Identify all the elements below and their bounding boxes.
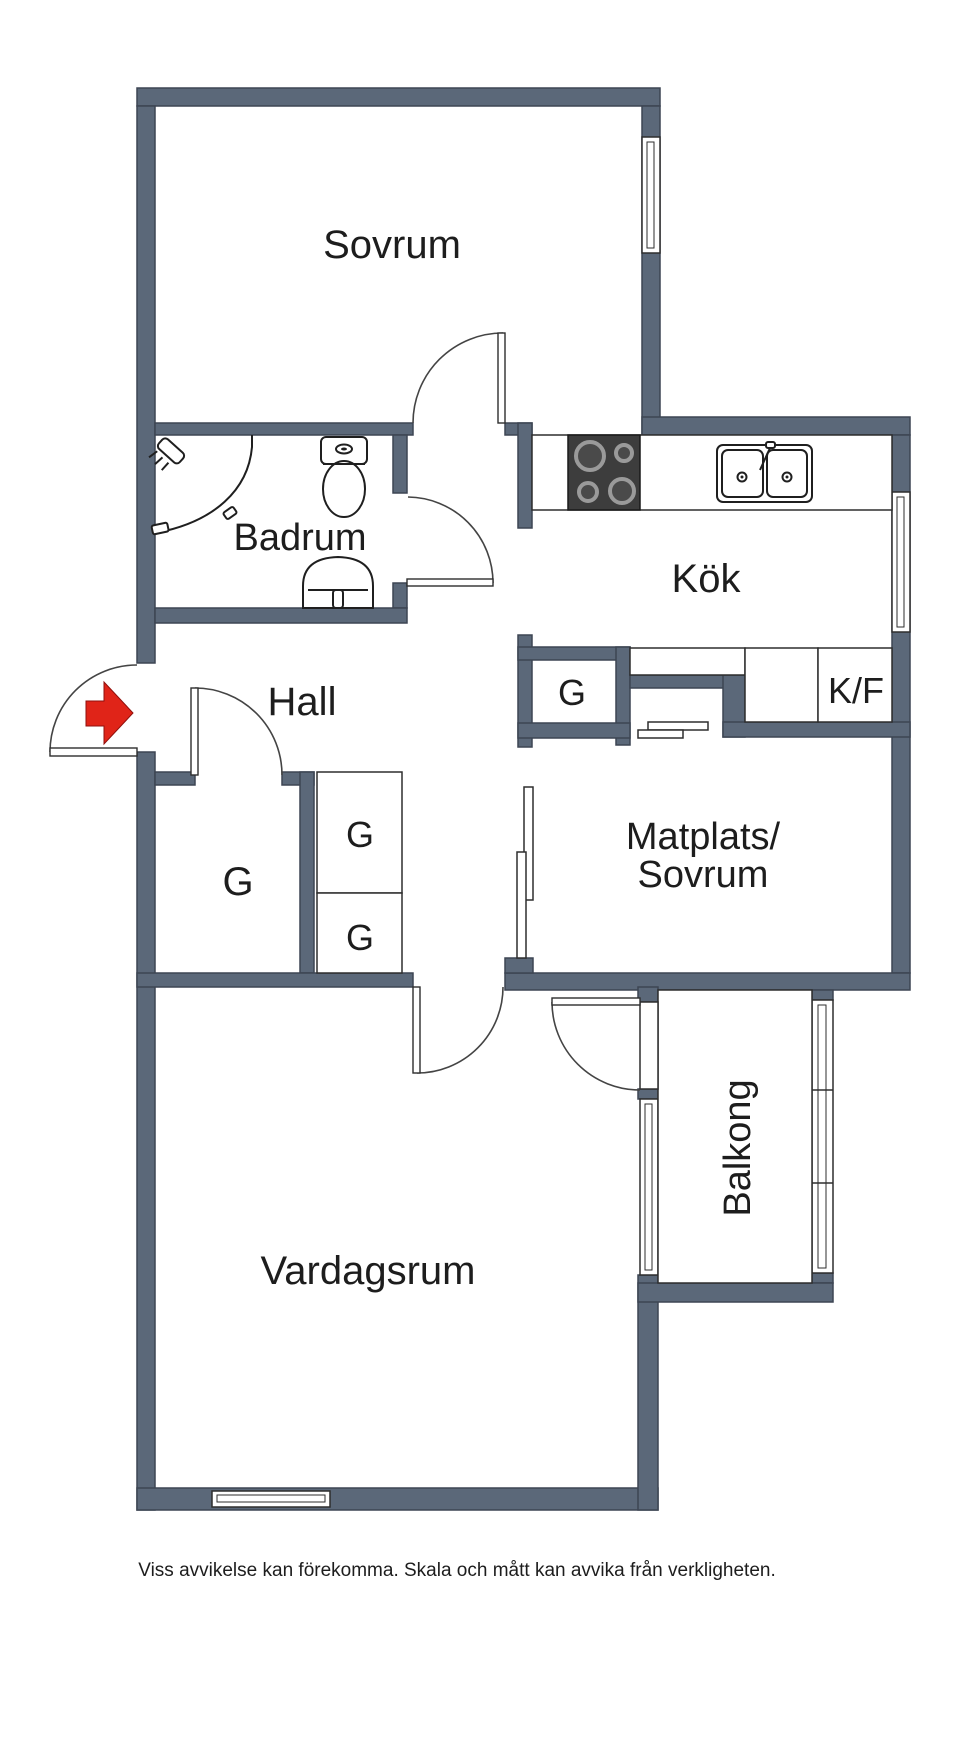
room-label-matplats-line1: Matplats/ (626, 816, 781, 858)
wall-hall-bottom (136, 972, 414, 988)
wall-kitchen-closet-left (517, 634, 533, 748)
wall-badrum-top-left (154, 422, 414, 436)
sliding-door-matplats-a (523, 786, 534, 901)
fixtures (85, 434, 813, 746)
wall-balcony-door-stub (637, 986, 659, 1003)
wall-kitchen-closet-bottom (517, 722, 631, 739)
niche-cabinet (629, 647, 746, 676)
room-label-hall: Hall (268, 680, 337, 724)
wall-left-lower (136, 751, 156, 1511)
balcony-floor (657, 989, 813, 1284)
toilet-icon (320, 436, 368, 518)
closet-label-kitchen: G (558, 672, 586, 713)
door-balcony (551, 997, 641, 1091)
balcony-door-opening (639, 1001, 659, 1090)
closet-small-upper-box (316, 771, 403, 894)
shower-icon (148, 435, 253, 536)
washbasin-icon (302, 555, 374, 609)
wall-badrum-right-stub (392, 582, 408, 609)
cabinets (316, 434, 893, 1284)
wall-vardagsrum-right (637, 1274, 659, 1511)
window-balcony-left (639, 1098, 659, 1276)
wall-badrum-right (392, 434, 408, 494)
window-kitchen (891, 491, 911, 633)
closet-small-lower-box (316, 892, 403, 974)
door-entrance (49, 664, 138, 757)
wall-kitchen-left (517, 422, 533, 529)
wall-kitchen-closet-right (615, 646, 631, 746)
fridge-freezer-label: K/F (828, 670, 884, 711)
room-label-vardagsrum: Vardagsrum (261, 1249, 476, 1293)
closet-label-small-lower: G (346, 917, 374, 958)
wall-kitchen-top (641, 416, 911, 436)
wall-balcony-rail (637, 1282, 834, 1303)
wall-balcony-right-cap-top (811, 989, 834, 1001)
wall-slider-stub (504, 957, 534, 974)
room-label-kok: Kök (672, 557, 742, 601)
sliding-door-matplats-b (516, 851, 527, 959)
sliding-door-niche-b (637, 729, 684, 739)
window-vardagsrum-bottom (211, 1490, 331, 1508)
doors (49, 332, 641, 1091)
room-labels: Sovrum Badrum Kök Hall G K/F G G G Matpl… (138, 223, 884, 1581)
closet-label-large: G (222, 860, 253, 904)
wall-balcony-right-cap-bottom (811, 1272, 834, 1284)
window-balcony-right (811, 999, 834, 1274)
room-label-matplats-line2: Sovrum (638, 854, 769, 896)
room-label-balkong: Balkong (717, 1079, 759, 1216)
wall-left-upper (136, 105, 156, 664)
disclaimer-text: Viss avvikelse kan förekomma. Skala och … (138, 1560, 776, 1581)
windows (211, 136, 911, 1508)
pantry-box (744, 647, 819, 723)
wall-under-kf (722, 721, 911, 738)
wall-badrum-bottom (154, 607, 408, 624)
window-sovrum (641, 136, 661, 254)
door-hall-closet (190, 687, 283, 776)
wall-matplats-bottom (504, 972, 911, 991)
stove-icon (567, 434, 641, 511)
room-label-sovrum: Sovrum (323, 223, 461, 267)
entrance-arrow-icon (85, 680, 134, 746)
door-vardagsrum (412, 986, 504, 1074)
fridge-freezer-box (817, 647, 893, 723)
kitchen-sink-icon (716, 441, 813, 503)
wall-kitchen-closet-top (517, 646, 631, 661)
wall-groom-right (299, 771, 315, 974)
wall-top (136, 87, 661, 107)
wall-hall-divider-left (154, 771, 196, 786)
door-sovrum (412, 332, 506, 424)
door-badrum (406, 496, 494, 587)
wall-balcony-left-cap (637, 1088, 659, 1100)
sliding-door-niche-a (647, 721, 709, 731)
closet-label-small-upper: G (346, 814, 374, 855)
room-label-badrum: Badrum (233, 517, 366, 559)
